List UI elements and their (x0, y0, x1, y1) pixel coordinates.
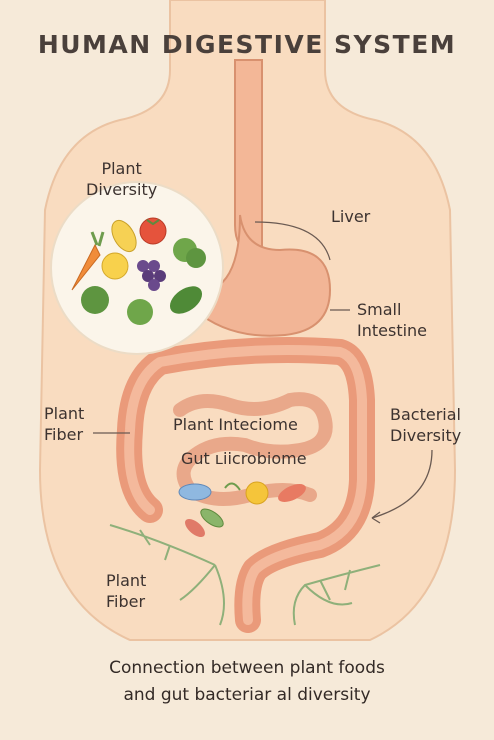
leafy-greens-icon (81, 286, 203, 325)
small-intestine-label: Small Intestine (357, 299, 427, 341)
plant-diversity-line1: Plant (101, 159, 142, 178)
caption-line2: and gut bacteriar al diversity (123, 685, 371, 705)
bacterial-diversity-line1: Bacterial (390, 405, 461, 424)
caption: Connection between plant foods and gut b… (0, 655, 494, 709)
gut-microbiome-label: Gut ʟiicrobiome (181, 449, 307, 468)
liver-pointer (254, 221, 331, 261)
plant-diversity-line2: Diversity (86, 180, 158, 199)
plant-inteciome-label: Plant Inteciome (173, 415, 298, 434)
bacterial-diversity-line2: Diversity (390, 426, 462, 445)
small-intestine-line1: Small (357, 300, 402, 319)
bacteria-icon (178, 481, 306, 537)
tomato-icon (139, 217, 167, 245)
lemon-icon (101, 252, 129, 280)
plant-fiber-left-line1: Plant (44, 404, 85, 423)
plant-fiber-bottom-label: Plant Fiber (106, 570, 146, 612)
grapes-icon (137, 260, 166, 291)
bacterial-diversity-arrow (371, 449, 433, 519)
caption-line1: Connection between plant foods (109, 658, 385, 678)
plant-fiber-bottom-line2: Fiber (106, 592, 146, 611)
plant-fiber-left-line2: Fiber (44, 425, 84, 444)
plant-diversity-label: Plant Diversity (86, 158, 157, 200)
plant-fiber-left-label: Plant Fiber (44, 403, 84, 445)
carrot-icon (71, 231, 105, 291)
small-intestine (173, 392, 333, 506)
plant-fiber-roots (109, 524, 381, 626)
broccoli-icon (173, 238, 206, 268)
small-intestine-line2: Intestine (357, 321, 428, 340)
plant-diversity-plate (50, 181, 224, 355)
liver-label: Liver (331, 207, 371, 226)
plant-fiber-bottom-line1: Plant (106, 571, 147, 590)
corn-icon (111, 219, 137, 253)
bacterial-diversity-label: Bacterial Diversity (390, 404, 461, 446)
page-title: HUMAN DIGESTIVE SYSTEM (37, 30, 457, 59)
